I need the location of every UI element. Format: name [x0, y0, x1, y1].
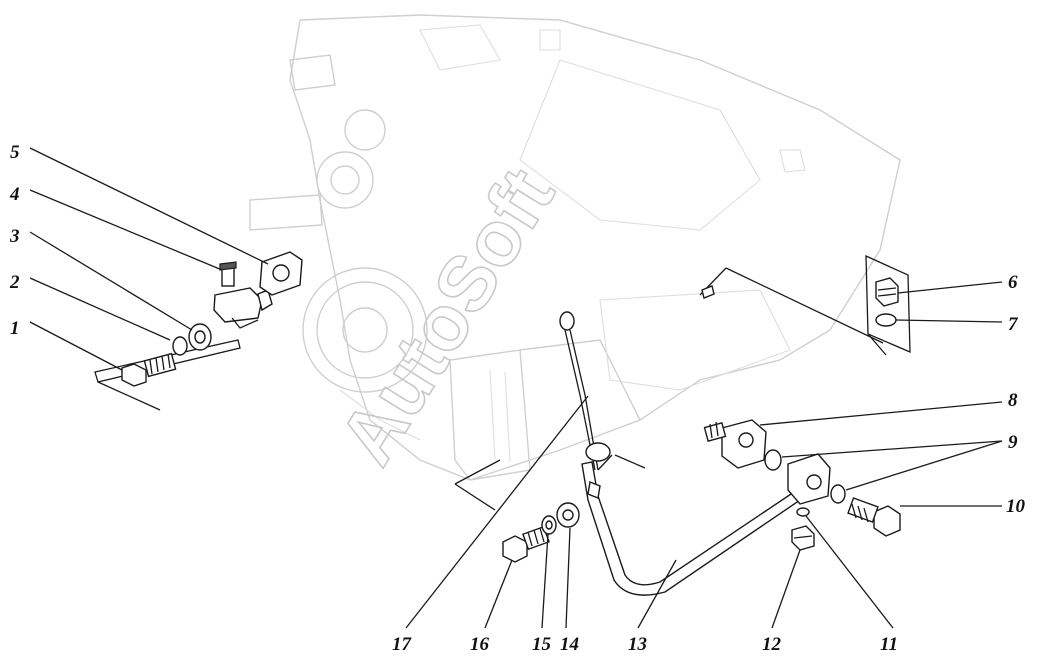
- callout-16: 16: [470, 634, 490, 655]
- washer-part-15: [541, 515, 557, 535]
- bolt-part-16: [502, 525, 550, 563]
- callout-17: 17: [392, 634, 413, 655]
- right-parts-group: [865, 254, 911, 356]
- washer-part-7: [875, 313, 897, 327]
- washer-part-2: [172, 336, 188, 356]
- gasket-part-5: [259, 251, 303, 296]
- callout-3: 3: [9, 226, 20, 247]
- watermark-text: AutoSoft: [322, 153, 571, 479]
- callout-10: 10: [1006, 496, 1026, 517]
- washer-part-3: [188, 323, 212, 351]
- bolt-part-1: [121, 352, 177, 387]
- callout-5: 5: [10, 142, 20, 163]
- callout-9: 9: [1008, 432, 1018, 453]
- fitting-part-4: [213, 261, 273, 329]
- callout-6: 6: [1008, 272, 1018, 293]
- callout-15: 15: [532, 634, 552, 655]
- callout-labels: 1 2 3 4 5 6 7 8 9 10 11 12 13 14 15 16 1…: [9, 142, 1026, 655]
- union-block: [787, 453, 831, 505]
- callout-1: 1: [10, 318, 20, 339]
- callout-4: 4: [9, 184, 20, 205]
- washer-part-14: [556, 502, 580, 528]
- callout-14: 14: [560, 634, 579, 655]
- callout-2: 2: [9, 272, 20, 293]
- ring-part-11: [796, 507, 810, 517]
- engine-block-sketch: [249, 14, 901, 481]
- o-ring-part-9b: [830, 484, 846, 504]
- callout-12: 12: [762, 634, 782, 655]
- callout-8: 8: [1008, 390, 1018, 411]
- callout-7: 7: [1008, 314, 1019, 335]
- bolt-part-10: [847, 497, 901, 537]
- callout-13: 13: [628, 634, 647, 655]
- callout-11: 11: [880, 634, 898, 655]
- adapter-part-8: [703, 419, 767, 469]
- left-parts-group: [94, 323, 241, 411]
- o-ring-part-9a: [764, 449, 782, 471]
- plug-part-6: [875, 277, 899, 307]
- plug-part-12: [791, 525, 815, 551]
- leader-lines: [29, 147, 1003, 629]
